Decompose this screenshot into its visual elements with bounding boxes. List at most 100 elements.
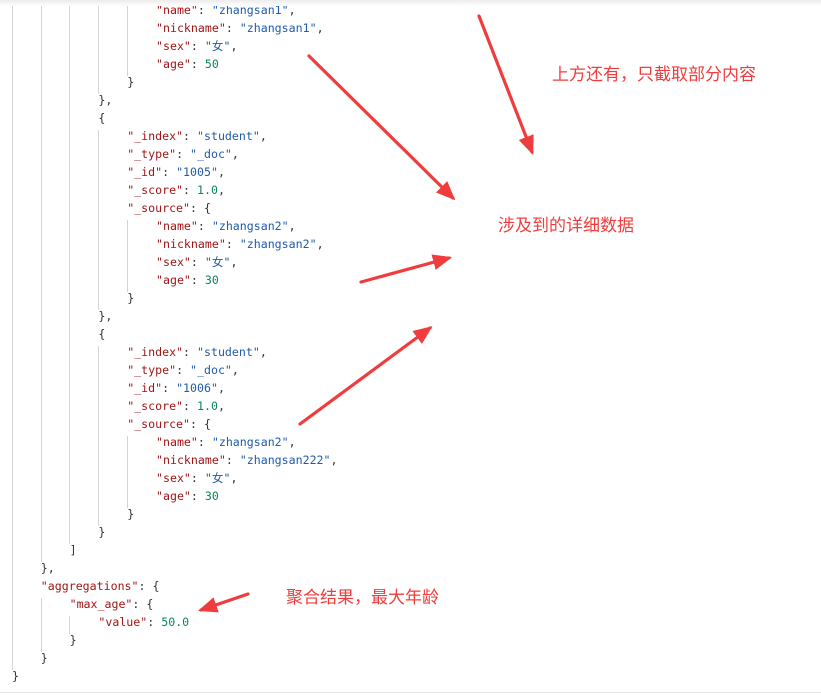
json-line: },	[98, 91, 112, 109]
json-punctuation: {	[98, 111, 106, 125]
json-punctuation: ,	[259, 129, 267, 143]
json-colon: :	[197, 3, 212, 17]
json-number-value: 1.0	[197, 399, 218, 413]
json-colon: :	[190, 417, 204, 431]
json-punctuation: ,	[288, 3, 296, 17]
json-punctuation: {	[203, 201, 211, 215]
indent-guide	[127, 0, 128, 76]
json-punctuation: ,	[217, 183, 225, 197]
json-line: "_score": 1.0,	[127, 397, 225, 415]
json-key: "_index"	[127, 129, 184, 143]
arrow-aggregation-icon	[197, 592, 250, 613]
json-punctuation: },	[40, 561, 55, 575]
json-colon: :	[190, 57, 205, 71]
json-line: "sex": "女",	[156, 37, 237, 55]
json-key: "age"	[156, 57, 191, 71]
json-line: ]	[70, 541, 77, 559]
json-colon: :	[162, 165, 177, 179]
json-punctuation: ,	[230, 471, 238, 485]
json-colon: :	[190, 273, 205, 287]
bottom-divider	[0, 692, 821, 693]
json-string-value: "zhangsan2"	[211, 435, 289, 449]
json-string-value: "zhangsan222"	[239, 453, 331, 467]
json-string-value: "1006"	[176, 381, 218, 395]
json-line: }	[127, 289, 134, 307]
json-key: "_score"	[127, 399, 184, 413]
json-number-value: 50.0	[161, 615, 190, 629]
json-string-value: "zhangsan2"	[239, 237, 317, 251]
json-punctuation: }	[40, 651, 48, 665]
json-line: }	[127, 73, 134, 91]
json-line: "_type": "_doc",	[127, 361, 239, 379]
json-punctuation: ,	[288, 435, 296, 449]
json-line: }	[127, 505, 134, 523]
json-line: "name": "zhangsan2",	[156, 433, 296, 451]
json-line: "name": "zhangsan2",	[156, 217, 296, 235]
json-colon: :	[183, 183, 197, 197]
json-punctuation: }	[98, 525, 106, 539]
json-colon: :	[183, 345, 197, 359]
json-key: "_source"	[127, 417, 191, 431]
json-line: "nickname": "zhangsan2",	[156, 235, 324, 253]
json-punctuation: ,	[217, 399, 225, 413]
json-string-value: "女"	[204, 39, 231, 53]
json-punctuation: }	[69, 633, 77, 647]
indent-guide	[69, 0, 70, 544]
json-colon: :	[176, 147, 191, 161]
json-string-value: "女"	[204, 255, 231, 269]
indent-guide	[127, 436, 128, 508]
json-key: "max_age"	[69, 597, 133, 611]
json-key: "name"	[156, 219, 198, 233]
arrow-down-icon	[477, 14, 534, 155]
json-colon: :	[190, 471, 205, 485]
json-punctuation: ,	[231, 147, 239, 161]
json-key: "value"	[98, 615, 148, 629]
indent-guide	[69, 616, 70, 634]
annotation-detail-data: 涉及到的详细数据	[498, 216, 634, 236]
json-key: "nickname"	[156, 21, 226, 35]
json-line: "age": 50	[156, 55, 219, 73]
json-line: "_id": "1006",	[127, 379, 225, 397]
indent-guide	[98, 130, 99, 310]
json-key: "sex"	[156, 255, 191, 269]
json-punctuation: }	[127, 291, 135, 305]
json-key: "sex"	[156, 39, 191, 53]
json-punctuation: }	[127, 75, 135, 89]
json-punctuation: },	[98, 93, 113, 107]
json-punctuation: ,	[330, 453, 338, 467]
arrow-1006-icon	[298, 326, 433, 426]
json-number-value: 30	[204, 273, 219, 287]
json-key: "_index"	[127, 345, 184, 359]
json-string-value: "zhangsan2"	[211, 219, 289, 233]
json-key: "_id"	[127, 381, 163, 395]
json-line: },	[41, 559, 55, 577]
json-number-value: 50	[204, 57, 219, 71]
json-line: "nickname": "zhangsan1",	[156, 19, 324, 37]
json-colon: :	[225, 21, 240, 35]
json-key: "sex"	[156, 471, 191, 485]
json-punctuation: ,	[230, 255, 238, 269]
arrow-1005-source-icon	[359, 254, 453, 284]
json-line: "_index": "student",	[127, 343, 267, 361]
json-string-value: "女"	[204, 471, 231, 485]
json-colon: :	[197, 435, 212, 449]
json-string-value: "zhangsan1"	[239, 21, 317, 35]
json-key: "_type"	[127, 363, 177, 377]
json-key: "age"	[156, 273, 191, 287]
json-colon: :	[190, 489, 205, 503]
json-line: "age": 30	[156, 487, 219, 505]
json-punctuation: ]	[69, 543, 77, 557]
json-colon: :	[190, 39, 205, 53]
json-key: "aggregations"	[40, 579, 139, 593]
json-line: }	[41, 649, 48, 667]
json-line: "sex": "女",	[156, 253, 237, 271]
json-key: "nickname"	[156, 453, 226, 467]
annotation-top-truncated: 上方还有，只截取部分内容	[552, 65, 756, 85]
json-colon: :	[183, 129, 197, 143]
json-line: "_id": "1005",	[127, 163, 225, 181]
json-line: }	[98, 523, 105, 541]
json-line: "sex": "女",	[156, 469, 237, 487]
json-line: "max_age": {	[70, 595, 154, 613]
json-key: "nickname"	[156, 237, 226, 251]
json-colon: :	[197, 219, 212, 233]
